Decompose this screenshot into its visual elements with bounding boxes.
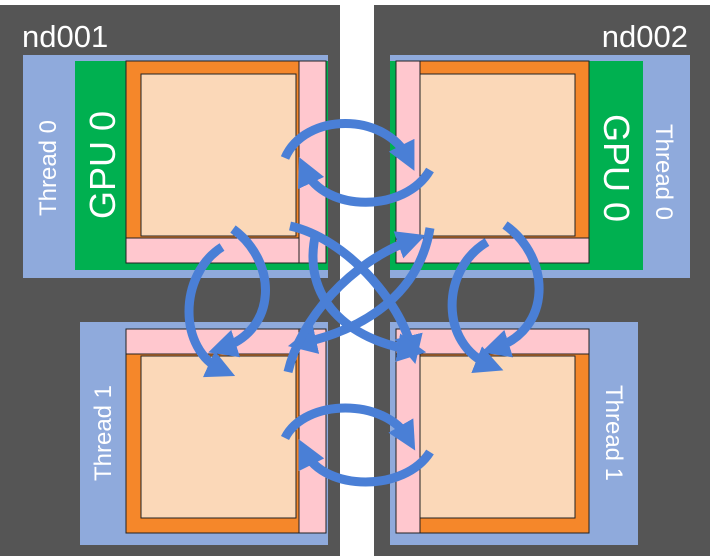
thread1-right-label: Thread 1 bbox=[600, 385, 627, 481]
arrow-bl-to-br-lower bbox=[280, 403, 416, 451]
subdomain-bl-interior bbox=[140, 355, 297, 519]
subdomain-tr-interior bbox=[419, 73, 576, 237]
arrow-tr-to-tl-upper bbox=[298, 156, 434, 207]
subdomain-tl-halo-pink-bottom bbox=[125, 237, 327, 264]
subdomain-tl-interior bbox=[140, 73, 297, 237]
arrow-tr-to-br-right bbox=[447, 238, 504, 373]
arrow-tl-to-bl-left bbox=[184, 243, 236, 378]
node-title-nd001: nd001 bbox=[22, 19, 108, 54]
gpu0-right-label: GPU 0 bbox=[596, 114, 637, 222]
thread1-left-label: Thread 1 bbox=[90, 385, 117, 481]
arrow-tl-to-tr-upper bbox=[280, 119, 415, 171]
arrow-br-to-tr-right bbox=[481, 221, 544, 358]
arrow-br-to-bl-lower bbox=[298, 439, 434, 487]
subdomain-bl-halo-pink-right bbox=[298, 328, 327, 534]
thread0-left-label: Thread 0 bbox=[35, 120, 62, 216]
arrow-bl-to-tr-diagonal bbox=[283, 231, 426, 374]
node-title-nd002: nd002 bbox=[602, 19, 688, 54]
subdomain-tr-halo-pink-left bbox=[395, 60, 421, 264]
arrow-bl-to-tl-left bbox=[208, 225, 270, 358]
subdomain-br-interior bbox=[419, 355, 576, 519]
arrow-tl-to-br-diagonal bbox=[288, 221, 423, 364]
gpu0-left-label: GPU 0 bbox=[82, 111, 123, 219]
subdomain-br-halo-pink-top bbox=[395, 328, 590, 355]
thread0-right-label: Thread 0 bbox=[650, 124, 677, 220]
arrow-tr-to-bl-diagonal bbox=[308, 230, 427, 362]
